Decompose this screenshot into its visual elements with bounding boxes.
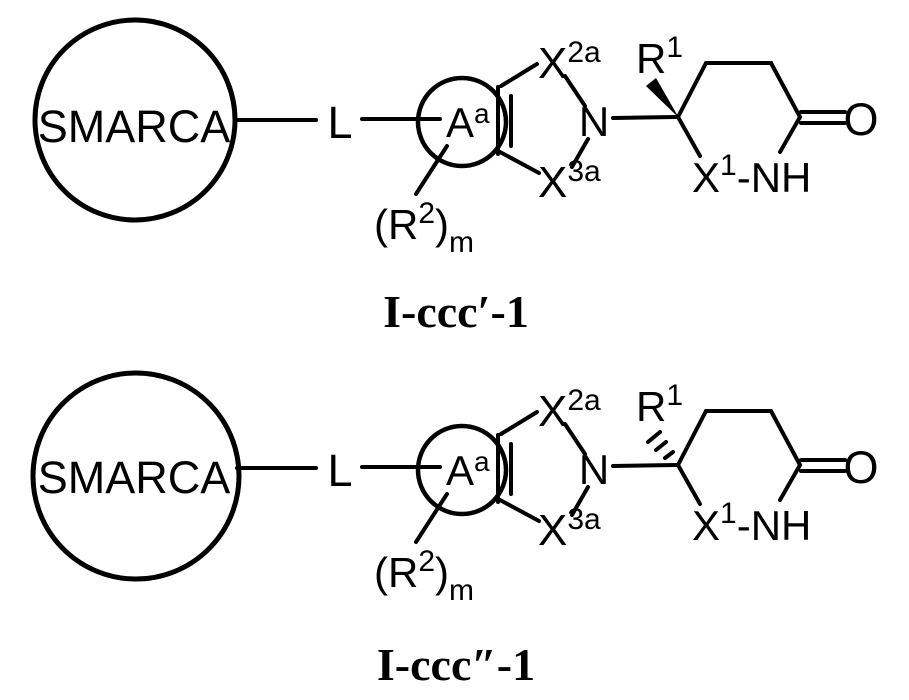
r2-sup: 2 xyxy=(418,197,435,230)
bond-x3a-c xyxy=(498,150,541,175)
x3a-label: X3a xyxy=(538,155,601,207)
x2a-label: X2a xyxy=(538,384,601,436)
x1-base: X xyxy=(692,154,720,201)
x1-dash: - xyxy=(737,502,751,549)
x1-base: X xyxy=(692,502,720,549)
x3a-label: X3a xyxy=(538,503,601,555)
solid-wedge-bond xyxy=(646,78,679,118)
x3a-sup: 3a xyxy=(567,155,601,188)
x1-sup: 1 xyxy=(720,149,737,182)
r2-sub: m xyxy=(449,226,474,259)
x3a-base: X xyxy=(538,506,567,555)
r2-sub: m xyxy=(449,574,474,607)
bond-n-stereocenter xyxy=(611,115,678,120)
r1-sup: 1 xyxy=(666,31,683,64)
ring-a-sup: a xyxy=(474,446,490,477)
bond-n-x3a xyxy=(570,485,590,517)
ring-a-core: A xyxy=(446,447,474,494)
x2a-sup: 2a xyxy=(567,36,601,69)
bond-ring6-3 xyxy=(769,61,802,119)
bond-ring6-3 xyxy=(769,409,802,467)
r2-prefix: (R xyxy=(374,549,418,596)
r1-label: R1 xyxy=(636,379,683,430)
smarca-label: SMARCA xyxy=(38,101,231,152)
r2-close: ) xyxy=(435,201,449,248)
x1-nh-label: X1-NH xyxy=(692,497,811,549)
x1-nh-label: X1-NH xyxy=(692,149,811,201)
r2-substituent-label: (R2)m xyxy=(374,197,474,259)
x3a-base: X xyxy=(538,158,567,207)
bond-x2a-n xyxy=(563,422,587,456)
x1-dash: - xyxy=(737,154,751,201)
hash-stroke xyxy=(663,450,675,460)
ring-a-circle xyxy=(415,75,509,169)
x2a-base: X xyxy=(538,387,567,436)
nh-label: NH xyxy=(751,154,812,201)
oxygen-label: O xyxy=(843,94,878,145)
x2a-sup: 2a xyxy=(567,384,601,417)
hash-stroke xyxy=(646,430,662,444)
r1-sup: 1 xyxy=(666,379,683,412)
ring-a-label: Aa xyxy=(446,98,490,146)
smarca-label: SMARCA xyxy=(38,452,231,503)
bond-c-nh xyxy=(778,463,802,502)
bond-x2a-n xyxy=(563,74,587,108)
x2a-label: X2a xyxy=(538,36,601,88)
r1-base: R xyxy=(636,35,666,82)
bond-x1-stereocenter xyxy=(676,115,702,158)
ring-a-core: A xyxy=(446,99,474,146)
r1-label: R1 xyxy=(636,31,683,82)
structure-1: SMARCA Aa (R2)m L xyxy=(32,17,879,337)
linker-label: L xyxy=(327,445,352,496)
ring-n-label: N xyxy=(579,98,609,145)
r2-sup: 2 xyxy=(418,545,435,578)
bond-ring6-1 xyxy=(676,409,708,467)
linker-label: L xyxy=(327,97,352,148)
bond-x3a-c xyxy=(498,498,541,523)
nh-label: NH xyxy=(751,502,812,549)
structure-2-caption: I-ccc″-1 xyxy=(377,639,535,690)
bond-ring6-1 xyxy=(676,61,708,119)
hashed-wedge-bond xyxy=(646,430,675,460)
bond-ringa-r2 xyxy=(414,144,449,196)
hash-stroke xyxy=(654,440,668,452)
r2-prefix: (R xyxy=(374,201,418,248)
x2a-base: X xyxy=(538,39,567,88)
bond-ringa-r2 xyxy=(414,492,449,544)
ring-a-circle xyxy=(415,423,509,517)
r1-base: R xyxy=(636,383,666,430)
r2-close: ) xyxy=(435,549,449,596)
smarca-circle xyxy=(30,370,242,582)
structure-1-caption: I-ccc′-1 xyxy=(383,286,529,337)
bond-c-nh xyxy=(778,115,802,154)
ring-a-sup: a xyxy=(474,98,490,129)
bond-n-stereocenter xyxy=(611,463,678,468)
bond-c-x2a xyxy=(499,410,539,436)
oxygen-label: O xyxy=(843,442,878,493)
x1-sup: 1 xyxy=(720,497,737,530)
ring-a-label: Aa xyxy=(446,446,490,494)
r2-substituent-label: (R2)m xyxy=(374,545,474,607)
bond-x1-stereocenter xyxy=(676,463,702,506)
structure-2: SMARCA Aa xyxy=(30,370,879,690)
ring-n-label: N xyxy=(579,446,609,493)
bond-c-x2a xyxy=(499,62,539,88)
bond-n-x3a xyxy=(570,137,590,169)
x3a-sup: 3a xyxy=(567,503,601,536)
